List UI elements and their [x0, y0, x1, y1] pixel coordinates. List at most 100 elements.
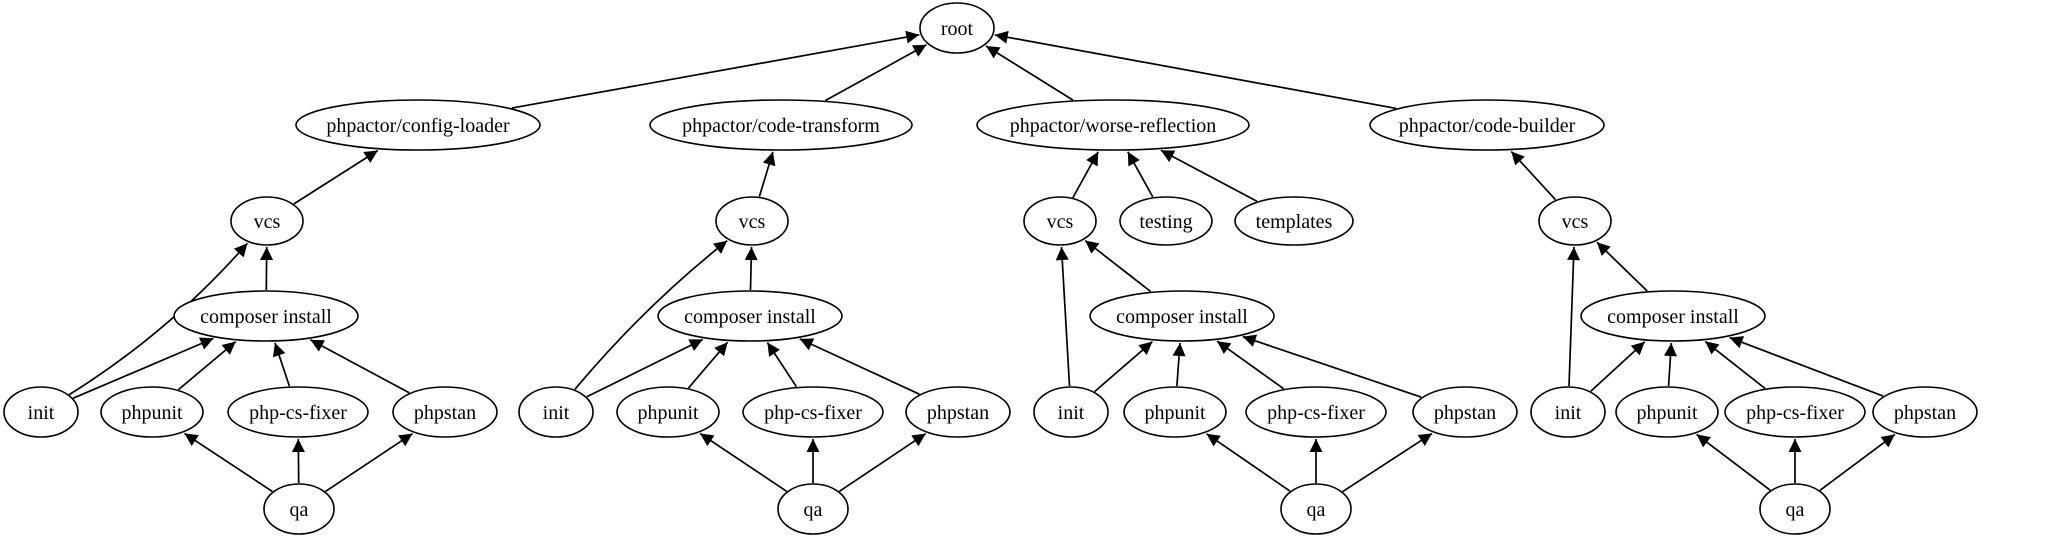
edge-cb-init-cb-vcs	[1567, 246, 1581, 387]
node-label-wr-testing: testing	[1139, 211, 1192, 233]
node-label-wr-phpunit: phpunit	[1144, 402, 1206, 424]
node-cb-vcs: vcs	[1538, 196, 1612, 246]
node-ellipse-wr-init	[1033, 386, 1109, 438]
node-ct-init: init	[518, 386, 594, 438]
node-cb-composer: composer install	[1580, 290, 1766, 342]
edge-ct-phpstan-ct-composer	[799, 338, 920, 395]
node-ellipse-wr-qa	[1280, 483, 1352, 535]
node-label-cb-vcs: vcs	[1562, 211, 1589, 233]
node-label-cl-composer: composer install	[200, 306, 332, 328]
edge-cl-qa-cl-phpstan	[325, 432, 413, 493]
node-label-wr-vcs: vcs	[1047, 211, 1074, 233]
edge-wr-fixer-wr-composer	[1216, 340, 1285, 390]
node-cb-init: init	[1530, 386, 1606, 438]
node-ellipse-cb-init	[1530, 386, 1606, 438]
node-ct-fixer: php-cs-fixer	[742, 386, 884, 438]
edge-cl-qa-cl-phpunit	[183, 432, 273, 493]
edge-ct-phpunit-ct-composer	[687, 341, 729, 389]
node-ct-composer: composer install	[657, 290, 843, 342]
node-ellipse-ct-fixer	[742, 386, 884, 438]
node-code-transform: phpactor/code-transform	[649, 99, 913, 151]
node-wr-fixer: php-cs-fixer	[1245, 386, 1387, 438]
edge-cb-qa-cb-phpunit	[1696, 433, 1771, 491]
node-ellipse-worse-reflection	[976, 99, 1250, 151]
node-ct-phpunit: phpunit	[616, 386, 720, 438]
node-ellipse-cb-vcs	[1538, 196, 1612, 246]
node-wr-phpstan: phpstan	[1412, 386, 1518, 438]
node-label-wr-init: init	[1058, 402, 1085, 424]
node-ellipse-cl-init	[3, 386, 79, 438]
node-cb-phpunit: phpunit	[1615, 386, 1719, 438]
node-ellipse-code-builder	[1369, 99, 1605, 151]
node-ct-qa: qa	[777, 483, 849, 535]
node-ellipse-wr-phpstan	[1412, 386, 1518, 438]
node-ellipse-cl-fixer	[227, 386, 369, 438]
edge-cl-phpstan-cl-composer	[309, 339, 410, 394]
node-ellipse-wr-vcs	[1023, 196, 1097, 246]
node-ellipse-cb-qa	[1759, 483, 1831, 535]
node-code-builder: phpactor/code-builder	[1369, 99, 1605, 151]
node-ellipse-cl-phpstan	[392, 386, 498, 438]
node-worse-reflection: phpactor/worse-reflection	[976, 99, 1250, 151]
edge-layer	[68, 30, 1896, 493]
node-label-ct-vcs: vcs	[739, 211, 766, 233]
edge-cb-phpunit-cb-composer	[1663, 342, 1677, 387]
node-label-wr-phpstan: phpstan	[1434, 402, 1496, 424]
edge-wr-qa-wr-phpunit	[1206, 432, 1291, 492]
node-label-ct-init: init	[543, 402, 570, 424]
edge-code-transform-root	[824, 44, 927, 102]
node-ellipse-wr-phpunit	[1123, 386, 1227, 438]
node-label-code-builder: phpactor/code-builder	[1399, 115, 1576, 137]
node-ellipse-cb-composer	[1580, 290, 1766, 342]
edge-ct-qa-ct-phpstan	[838, 432, 927, 493]
node-ellipse-ct-composer	[657, 290, 843, 342]
node-ellipse-ct-vcs	[715, 196, 789, 246]
node-cl-phpunit: phpunit	[100, 386, 204, 438]
edge-wr-init-wr-vcs	[1055, 246, 1071, 387]
edge-cl-phpunit-cl-composer	[177, 340, 237, 391]
node-ellipse-cb-phpstan	[1872, 386, 1978, 438]
edge-wr-phpstan-wr-composer	[1242, 334, 1422, 399]
node-label-ct-composer: composer install	[684, 306, 816, 328]
node-wr-templates: templates	[1234, 196, 1354, 246]
edge-ct-vcs-code-transform	[758, 151, 776, 197]
node-label-ct-fixer: php-cs-fixer	[764, 402, 862, 424]
node-label-cl-init: init	[28, 402, 55, 424]
node-ellipse-cl-phpunit	[100, 386, 204, 438]
edge-cl-vcs-config-loader	[293, 149, 379, 205]
node-cl-init: init	[3, 386, 79, 438]
edge-cb-composer-cb-vcs	[1596, 241, 1648, 292]
edge-ct-composer-ct-vcs	[744, 246, 758, 291]
node-label-cl-phpunit: phpunit	[121, 402, 183, 424]
node-label-wr-qa: qa	[1307, 499, 1326, 521]
node-wr-testing: testing	[1119, 196, 1213, 246]
node-ellipse-cl-vcs	[230, 196, 304, 246]
node-ct-phpstan: phpstan	[905, 386, 1011, 438]
node-label-ct-phpstan: phpstan	[927, 402, 989, 424]
edge-wr-phpunit-wr-composer	[1172, 342, 1186, 387]
edge-cb-init-cb-composer	[1590, 341, 1646, 392]
node-cl-qa: qa	[263, 483, 335, 535]
edge-cl-fixer-cl-composer	[272, 342, 291, 387]
node-cb-phpstan: phpstan	[1872, 386, 1978, 438]
node-root: root	[919, 2, 995, 54]
node-label-ct-phpunit: phpunit	[637, 402, 699, 424]
node-wr-phpunit: phpunit	[1123, 386, 1227, 438]
node-label-wr-composer: composer install	[1116, 306, 1248, 328]
node-cb-fixer: php-cs-fixer	[1724, 386, 1866, 438]
node-ellipse-wr-templates	[1234, 196, 1354, 246]
node-wr-vcs: vcs	[1023, 196, 1097, 246]
node-ellipse-cl-qa	[263, 483, 335, 535]
node-ellipse-wr-testing	[1119, 196, 1213, 246]
edge-worse-reflection-root	[985, 45, 1074, 101]
edge-wr-composer-wr-vcs	[1084, 239, 1152, 293]
node-ellipse-cl-composer	[173, 290, 359, 342]
edge-wr-init-wr-composer	[1094, 340, 1153, 393]
node-label-cb-composer: composer install	[1607, 306, 1739, 328]
edge-cl-init-cl-vcs	[68, 242, 249, 396]
node-cl-fixer: php-cs-fixer	[227, 386, 369, 438]
node-label-cl-qa: qa	[290, 499, 309, 521]
edge-wr-vcs-worse-reflection	[1072, 151, 1099, 199]
